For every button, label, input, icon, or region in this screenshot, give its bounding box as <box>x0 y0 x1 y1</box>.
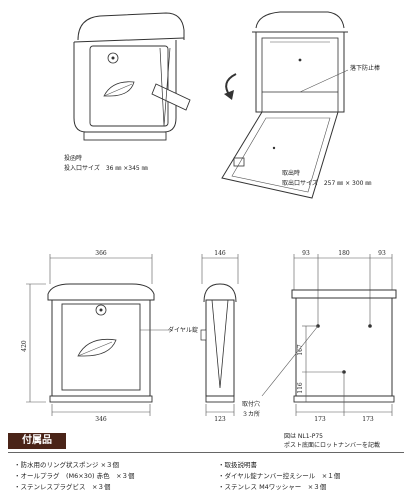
back-vertical-lower-dim: 116 <box>297 382 304 394</box>
dial-lock-label: ダイヤル錠 <box>168 326 198 334</box>
back-left-bottom-dim: 173 <box>314 416 326 423</box>
back-left-top-dim: 93 <box>302 250 310 257</box>
back-vertical-upper-dim: 167 <box>297 344 304 356</box>
mounting-hole-icon <box>316 324 372 374</box>
accessories-title: 付属品 <box>8 433 66 449</box>
insert-caption-line-2: 投入口サイズ 36 ㎜ ×345 ㎜ <box>64 164 148 172</box>
front-width-top-dim: 366 <box>95 250 107 257</box>
back-view: 93 180 93 167 116 173 173 <box>291 250 397 423</box>
leaf-emblem-icon <box>103 81 135 97</box>
side-width-bottom-dim: 123 <box>214 416 226 423</box>
front-dial-icon <box>95 304 107 316</box>
model-note-line-1: 図は NL1-P75 <box>284 433 323 440</box>
front-leaf-icon <box>77 338 117 357</box>
accessories-left-list: ・防水用のリング状スポンジ ×３個 ・オールプラグ (M6×30) 赤色 ×３個… <box>14 460 135 493</box>
front-view: 366 420 346 <box>21 250 155 423</box>
accessory-item: ・ダイヤル錠ナンバー控えシール ×１個 <box>218 472 341 480</box>
side-width-top-dim: 146 <box>214 250 226 257</box>
remove-caption-line-1: 取出時 <box>282 169 300 177</box>
mounting-holes-label-1: 取付穴 <box>242 400 260 408</box>
remove-view <box>221 11 349 199</box>
door-lock-icon <box>233 157 245 167</box>
fall-stop-label: 落下防止棒 <box>350 64 380 72</box>
insert-caption-line-1: 投函時 <box>64 154 82 162</box>
back-right-bottom-dim: 173 <box>362 416 374 423</box>
model-note-line-2: ポスト底面にロットナンバーを記載 <box>284 442 381 449</box>
side-view: 146 123 <box>200 250 239 423</box>
mailbox-drawing: 投函時 投入口サイズ 36 ㎜ ×345 ㎜ 落下防止棒 取出時 取出口サイズ … <box>21 11 397 423</box>
front-height-dim: 420 <box>21 340 28 352</box>
accessories-right-list: ・取扱説明書 ・ダイヤル錠ナンバー控えシール ×１個 ・ステンレス M4ワッシャ… <box>218 460 340 493</box>
back-mid-top-dim: 180 <box>338 250 350 257</box>
accessory-item: ・ステンレス M4ワッシャー ×３個 <box>218 483 327 491</box>
remove-caption-line-2: 取出口サイズ 257 ㎜ × 300 ㎜ <box>282 179 371 187</box>
accessories-divider <box>8 452 404 453</box>
insert-view <box>73 12 191 141</box>
dial-lock-icon <box>107 52 119 64</box>
accessory-item: ・取扱説明書 <box>218 461 257 469</box>
accessory-item: ・ステンレスプラグビス ×３個 <box>14 483 111 491</box>
front-width-bottom-dim: 346 <box>95 416 107 423</box>
mounting-holes-label-2: ３カ所 <box>242 410 260 418</box>
curved-arrow-icon <box>224 73 237 100</box>
accessory-item: ・オールプラグ (M6×30) 赤色 ×３個 <box>14 472 135 480</box>
model-note: 図は NL1-P75 ポスト底面にロットナンバーを記載 <box>284 432 380 450</box>
back-right-top-dim: 93 <box>378 250 386 257</box>
accessory-item: ・防水用のリング状スポンジ ×３個 <box>14 461 120 469</box>
letter-icon <box>151 83 191 111</box>
